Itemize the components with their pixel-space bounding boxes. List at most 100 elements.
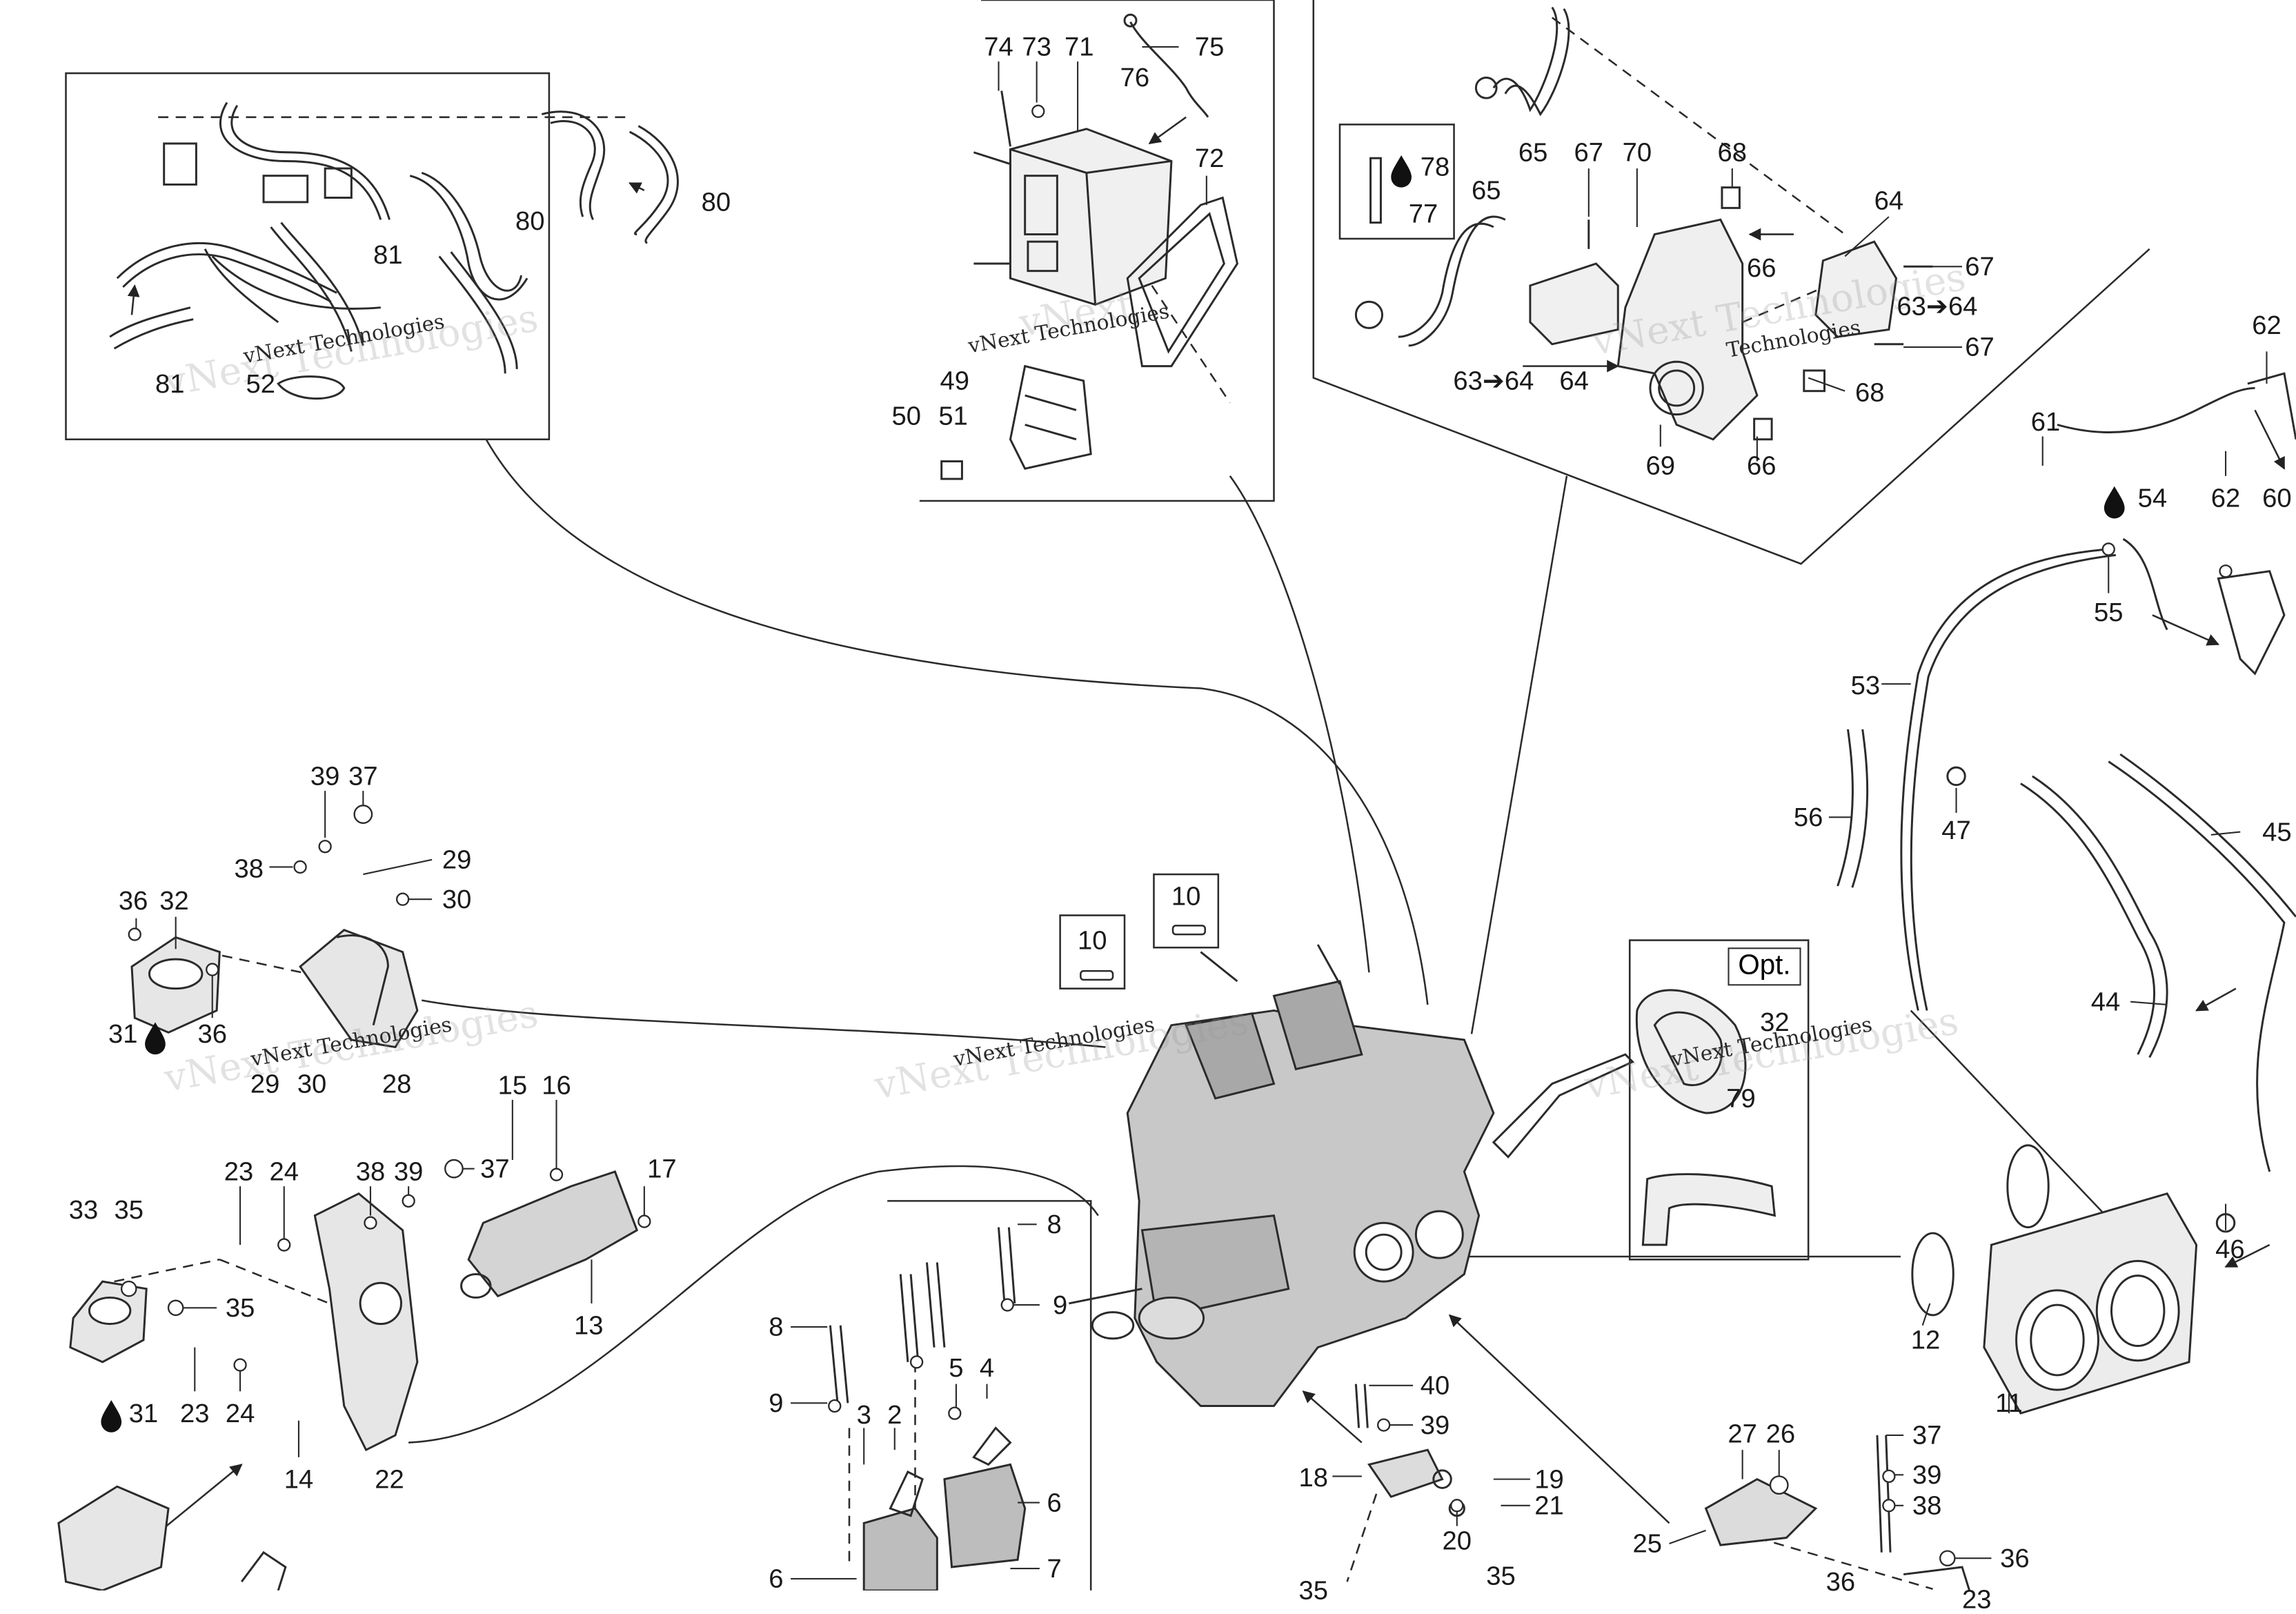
part-label: 31 — [108, 1019, 138, 1049]
part-label: 37 — [480, 1154, 510, 1183]
part-label: 40 — [1420, 1370, 1450, 1401]
part-label: 66 — [1746, 253, 1777, 283]
part-label: 74 — [984, 32, 1013, 62]
part-label: 5 — [949, 1353, 964, 1383]
part-label: 54 — [2137, 483, 2168, 513]
part-label: 36 — [197, 1019, 228, 1049]
part-label: 30 — [442, 884, 472, 914]
part-label: 16 — [542, 1070, 571, 1100]
part-label: 6 — [769, 1564, 784, 1594]
ecm-module — [940, 13, 1239, 480]
wiring-harness-box — [65, 72, 551, 440]
part-label: 22 — [375, 1464, 404, 1494]
part-label: 67 — [1965, 332, 1995, 362]
engine-block — [1069, 944, 1635, 1407]
connector-curve — [1229, 475, 1370, 973]
throttle-body — [1911, 1144, 2236, 1415]
part-label: 29 — [442, 845, 472, 875]
part-label: 61 — [2030, 407, 2061, 437]
vent-hoses — [109, 101, 679, 400]
part-label: 21 — [1534, 1490, 1564, 1521]
part-label: 71 — [1064, 32, 1094, 62]
part-label: 32 — [1760, 1007, 1790, 1037]
part-label: 56 — [1793, 803, 1823, 832]
part-label: 32 — [159, 886, 189, 916]
ecm-box — [919, 0, 1275, 502]
part-label: 64 — [1559, 366, 1589, 396]
part-label: 79 — [1726, 1083, 1756, 1114]
part-label: 14 — [284, 1464, 314, 1494]
part-label: 7 — [1047, 1553, 1062, 1584]
part-label: 3 — [856, 1400, 871, 1430]
part-label: 26 — [1765, 1419, 1796, 1449]
spark-plug-box — [1338, 124, 1455, 240]
part-label: 36 — [1825, 1566, 1856, 1597]
part-label: 36 — [118, 886, 148, 916]
part-label: 38 — [355, 1157, 386, 1187]
part-label: 44 — [2090, 987, 2121, 1016]
connector-curve — [1470, 475, 1568, 1034]
part-label: 68 — [1855, 377, 1885, 408]
connector-curve — [485, 439, 1429, 1005]
part-label: 35 — [225, 1293, 255, 1323]
part-label: 33 — [68, 1194, 99, 1225]
part-label: 11 — [1995, 1388, 2023, 1418]
part-label: 62 — [2252, 310, 2282, 340]
part-label: 76 — [1120, 63, 1150, 92]
part-label: 64 — [1874, 186, 1904, 215]
part-label: 60 — [2262, 483, 2292, 513]
part-label: 63➔64 — [1897, 291, 1978, 321]
part-label: 67 — [1574, 137, 1604, 167]
part-label: 18 — [1298, 1463, 1329, 1493]
part-label: 35 — [114, 1194, 144, 1225]
connector-curve — [408, 1165, 1099, 1444]
part-label: 23 — [224, 1157, 254, 1187]
ignition-box — [1312, 0, 2150, 565]
part-label: 53 — [1850, 671, 1881, 700]
part-label: 37 — [348, 761, 378, 791]
part-label: 68 — [1717, 137, 1748, 167]
part-label: 36 — [2000, 1544, 2030, 1573]
part-label: 73 — [1022, 32, 1051, 62]
part-label: 47 — [1941, 816, 1971, 845]
part-label: 46 — [2215, 1234, 2245, 1264]
part-label: 8 — [769, 1312, 784, 1342]
part-label: 9 — [769, 1388, 784, 1418]
part-label: 77 — [1408, 199, 1438, 229]
part-label: 25 — [1632, 1528, 1662, 1559]
part-label: 17 — [647, 1154, 677, 1183]
ignition-components — [1354, 6, 1933, 441]
part-label: 51 — [938, 401, 968, 431]
option-badge: Opt. — [1728, 947, 1801, 986]
part-label: 38 — [234, 854, 264, 883]
part-label: 39 — [1420, 1410, 1450, 1440]
part-label: 78 — [1420, 152, 1450, 182]
part-label: 39 — [310, 761, 340, 791]
part-label: 45 — [2262, 817, 2292, 847]
part-label: 15 — [497, 1070, 528, 1100]
oil-drop-icon — [101, 155, 2125, 1433]
part-label: 35 — [1298, 1575, 1329, 1606]
part-label: 75 — [1194, 32, 1225, 62]
part-label: 29 — [250, 1069, 280, 1099]
part-label: 65 — [1518, 137, 1548, 167]
part-label: 8 — [1047, 1210, 1062, 1239]
part-label: 2 — [887, 1400, 902, 1430]
part-label: 30 — [297, 1069, 327, 1099]
part-label: 38 — [1912, 1490, 1942, 1521]
part-label: 23 — [180, 1398, 210, 1428]
part-label: 19 — [1534, 1464, 1564, 1494]
part-label: 69 — [1645, 451, 1676, 481]
part-label: 55 — [2093, 597, 2124, 627]
ignition-coils — [829, 1227, 1027, 1591]
part-label: 70 — [1622, 137, 1652, 167]
part-label: 6 — [1047, 1488, 1062, 1517]
engine-mounts — [57, 929, 639, 1591]
part-label: 27 — [1728, 1419, 1757, 1449]
part-label: 4 — [979, 1353, 995, 1383]
part-label: 23 — [1961, 1584, 1992, 1614]
part-label: 65 — [1471, 175, 1501, 206]
leader-line — [1910, 1010, 2110, 1219]
